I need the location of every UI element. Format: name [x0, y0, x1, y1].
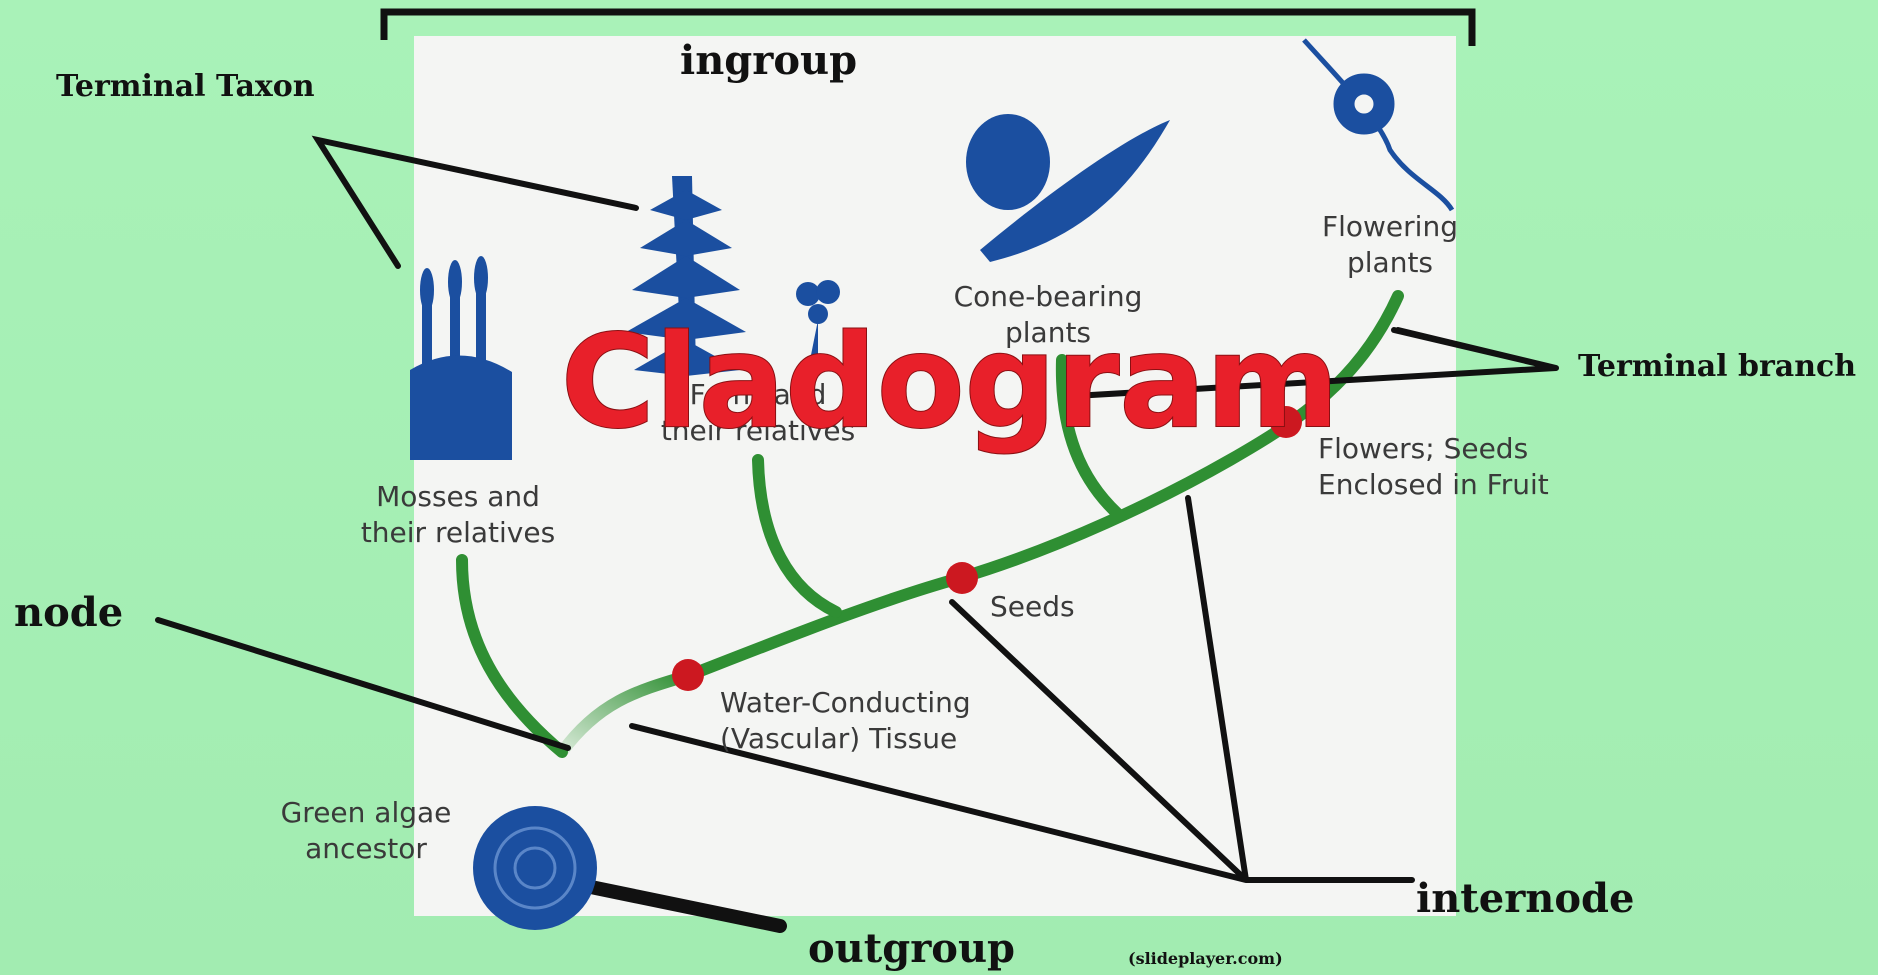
mosses-label-2: their relatives	[361, 516, 555, 549]
vascular-trait-2: (Vascular) Tissue	[720, 722, 957, 755]
algae-label-2: ancestor	[305, 832, 427, 865]
flowers-trait-1: Flowers; Seeds	[1318, 432, 1528, 465]
vascular-marker	[672, 659, 704, 691]
moss-icon	[410, 256, 512, 460]
ingroup-label: ingroup	[680, 37, 857, 84]
mosses-label-1: Mosses and	[376, 480, 540, 513]
flowers-trait-2: Enclosed in Fruit	[1318, 468, 1549, 501]
internode-label: internode	[1416, 875, 1634, 922]
flowering-label-1: Flowering	[1322, 210, 1458, 243]
seeds-trait: Seeds	[990, 590, 1075, 623]
algae-label-1: Green algae	[281, 796, 452, 829]
vascular-trait-1: Water-Conducting	[720, 686, 971, 719]
moss-branch	[462, 560, 562, 752]
outgroup-label: outgroup	[808, 925, 1015, 972]
flower-icon	[1304, 40, 1452, 210]
outgroup-stick	[586, 886, 780, 926]
node-label: node	[14, 589, 123, 636]
cone-icon	[966, 114, 1170, 262]
algae-icon	[473, 806, 597, 930]
terminal-branch-label: Terminal branch	[1578, 349, 1856, 384]
slide-title: Cladogram	[561, 308, 1339, 457]
seeds-marker	[946, 562, 978, 594]
flowering-label-2: plants	[1347, 246, 1433, 279]
ingroup-bracket	[384, 12, 1472, 46]
trait-labels: Flowers; Seeds Enclosed in Fruit Seeds W…	[720, 432, 1549, 755]
terminal-taxon-label: Terminal Taxon	[56, 69, 315, 104]
terminal-taxon-pointer	[318, 140, 636, 266]
fern-branch	[758, 460, 836, 612]
credit-label: (slideplayer.com)	[1128, 949, 1283, 968]
main-stem	[562, 675, 690, 752]
